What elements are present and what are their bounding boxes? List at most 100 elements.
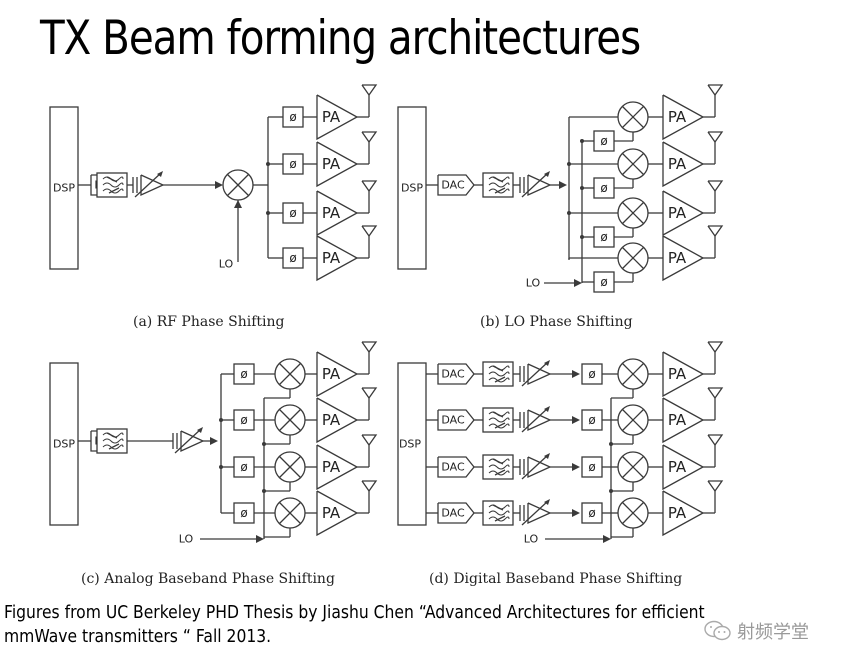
phase-shifter: ø [593, 271, 615, 293]
pa-triangle [316, 351, 359, 398]
caption-c: (c) Analog Baseband Phase Shifting [81, 571, 335, 587]
power-amplifier: PA [662, 94, 705, 141]
wire [278, 455, 302, 479]
power-amplifier: PA [316, 94, 359, 141]
pa-label: PA [668, 204, 687, 222]
vga-block [519, 453, 552, 480]
wire [521, 454, 549, 480]
antenna-icon [707, 180, 724, 213]
filter-wave-icon [488, 423, 510, 429]
lo-label: LO [524, 533, 539, 546]
dsp-label: DSP [53, 182, 75, 195]
caption-d: (d) Digital Baseband Phase Shifting [429, 571, 683, 587]
power-amplifier: PA [662, 490, 705, 537]
filter-wave-icon [488, 182, 510, 188]
power-amplifier: PA [316, 397, 359, 444]
dac-block: DAC [437, 456, 475, 478]
dsp-box [49, 362, 79, 526]
amp-triangle [140, 174, 165, 197]
filter-wave-icon [488, 377, 510, 383]
phase-label: ø [600, 230, 607, 244]
wire [494, 376, 506, 383]
wire [492, 458, 504, 465]
vga-block [132, 171, 165, 198]
power-amplifier: PA [662, 141, 705, 188]
phase-shifter: ø [233, 502, 255, 524]
filter-wave-icon [488, 470, 510, 476]
pa-triangle [662, 190, 705, 237]
lo-label: LO [219, 258, 234, 271]
antenna-icon [361, 341, 378, 374]
filter-wave-icon [102, 438, 124, 444]
pa-triangle [662, 351, 705, 398]
antenna-triangle [707, 225, 724, 238]
vga-block [519, 406, 552, 433]
filter-block [482, 361, 514, 387]
phase-shifter: ø [593, 226, 615, 248]
wire [621, 408, 645, 432]
phase-shifter: ø [581, 363, 603, 385]
phase-shifter: ø [282, 247, 304, 269]
panel-c-analog-baseband-phase-shifting: DSPDACøPAøPAøPAøPALO [49, 341, 378, 546]
vga-arrow-icon [544, 406, 550, 412]
pa-label: PA [668, 504, 687, 522]
pa-label: PA [322, 365, 341, 383]
filter-block [96, 172, 128, 198]
wire [521, 172, 549, 198]
antenna-icon [361, 480, 378, 513]
dac-label: DAC [441, 368, 465, 381]
wire [621, 246, 645, 270]
mixer [617, 242, 649, 274]
arrow-head [572, 416, 580, 424]
power-amplifier: PA [662, 235, 705, 282]
dac-shape [437, 363, 475, 385]
amp-triangle [527, 409, 552, 432]
wire [278, 362, 302, 386]
dsp-label: DSP [401, 182, 423, 195]
pa-label: PA [322, 504, 341, 522]
mixer [274, 497, 306, 529]
phase-shifter: ø [282, 153, 304, 175]
wire [621, 455, 645, 479]
arrow-head [210, 437, 218, 445]
pa-triangle [662, 235, 705, 282]
filter-block [96, 428, 128, 454]
phase-shifter: ø [581, 502, 603, 524]
phase-label: ø [588, 506, 595, 520]
amp-triangle [527, 363, 552, 386]
dsp-block: DSP [397, 106, 427, 270]
watermark: 射频学堂 [703, 618, 809, 644]
wire [521, 500, 549, 526]
wire [174, 428, 202, 454]
pa-triangle [662, 397, 705, 444]
dac-shape [437, 456, 475, 478]
power-amplifier: PA [316, 351, 359, 398]
filter-wave-icon [488, 464, 510, 470]
slide-title: TX Beam forming architectures [40, 11, 641, 66]
watermark-text: 射频学堂 [737, 622, 809, 643]
antenna-icon [361, 131, 378, 164]
antenna-icon [707, 480, 724, 513]
phase-label: ø [240, 367, 247, 381]
pa-label: PA [668, 411, 687, 429]
phase-label: ø [289, 110, 296, 124]
mixer [617, 404, 649, 436]
amp-triangle [180, 430, 205, 453]
antenna-icon [361, 434, 378, 467]
pa-triangle [316, 190, 359, 237]
vga-block [519, 499, 552, 526]
pa-triangle [316, 397, 359, 444]
antenna-icon [361, 225, 378, 258]
dac-label: DAC [441, 414, 465, 427]
antenna-triangle [361, 225, 378, 238]
mixer [617, 148, 649, 180]
mixer [274, 358, 306, 390]
pa-triangle [316, 490, 359, 537]
pa-triangle [316, 235, 359, 282]
mixer [222, 169, 254, 201]
dsp-label: DSP [399, 438, 421, 451]
arrow-head [572, 463, 580, 471]
arrow-head [215, 181, 223, 189]
